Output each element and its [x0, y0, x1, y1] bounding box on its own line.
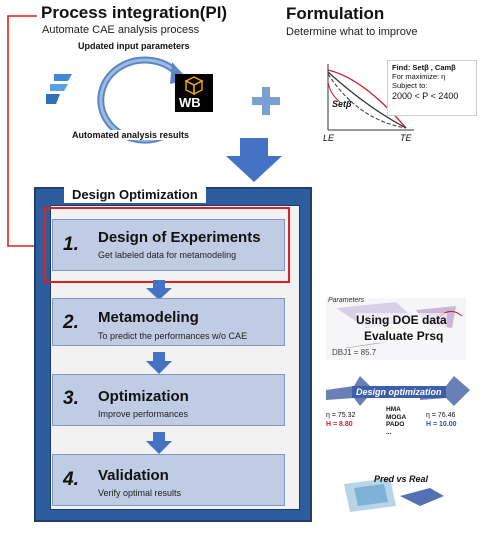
subject-line: Subject to: [392, 81, 428, 90]
pi-title: Process integration(PI) [41, 3, 228, 22]
optimization-thumbnail: Design optimization η = 75.32 H = 8.80 H… [324, 376, 474, 438]
formulation-subtitle: Determine what to improve [286, 26, 418, 38]
step1-subtitle: Get labeled data for metamodeling [98, 250, 237, 260]
wb-label: WB [179, 95, 201, 110]
step2-title: Metamodeling [98, 309, 199, 326]
method-item: PADO [386, 421, 405, 428]
eta-left: η = 75.32 [326, 412, 356, 419]
formulation-title: Formulation [286, 4, 385, 23]
validation-shapes [344, 478, 444, 512]
doe-thumbnail: Parameters Using DOE data Evaluate Prsq … [326, 297, 466, 360]
find-line: Find: Setβ , Camβ [392, 63, 456, 72]
step2-number: 2. [63, 312, 79, 333]
step-validation: 4. Validation Verify optimal results [52, 454, 285, 506]
step-design-of-experiments: 1. Design of Experiments Get labeled dat… [52, 219, 285, 271]
doe-line-a: Using DOE data [356, 313, 447, 327]
design-optimization-title: Design Optimization [64, 187, 206, 203]
h-right: H = 10.00 [426, 421, 457, 428]
param-value: DBJ1 = 85.7 [332, 348, 377, 357]
doe-line-b: Evaluate Prsq [364, 329, 444, 343]
pi-subtitle: Automate CAE analysis process [42, 24, 200, 36]
blade-curve-label: Setβ [332, 99, 352, 109]
eta-right: η = 76.46 [426, 412, 456, 419]
step2-subtitle: To predict the performances w/o CAE [98, 331, 248, 341]
step1-highlight [44, 207, 290, 283]
opt-title-badge: Design optimization [352, 386, 446, 398]
step-arrow-1 [146, 280, 172, 300]
pred-label: Pred vs Real [374, 474, 429, 484]
step1-title: Design of Experiments [98, 229, 261, 246]
blade-te-label: TE [400, 133, 412, 143]
methods-list: HMA MOGA PADO ... [386, 406, 406, 436]
cube-icon [184, 76, 204, 96]
constraint-line: 2000 < P < 2400 [392, 91, 459, 101]
validation-thumbnail: Pred vs Real [340, 466, 460, 516]
step-optimization: 3. Optimization Improve performances [52, 374, 285, 426]
step4-title: Validation [98, 467, 169, 484]
pi-automated-label: Automated analysis results [72, 130, 190, 140]
method-item: MOGA [386, 413, 407, 421]
h-left: H = 8.80 [326, 421, 353, 428]
blade-le-label: LE [323, 133, 335, 143]
formulation-box: Find: Setβ , Camβ For maximize: η Subjec… [387, 60, 477, 116]
plus-icon [252, 87, 280, 115]
wb-logo: WB [175, 74, 213, 112]
max-line: For maximize: η [392, 72, 446, 81]
step3-title: Optimization [98, 388, 189, 405]
params-label: Parameters [328, 297, 365, 304]
app-logo-icon [46, 74, 72, 104]
pi-updated-label: Updated input parameters [78, 41, 190, 51]
step3-subtitle: Improve performances [98, 409, 189, 419]
blade-diagram [327, 64, 414, 131]
step1-number: 1. [63, 234, 79, 255]
down-arrow-icon [226, 138, 282, 182]
method-item: ... [386, 428, 392, 436]
step-metamodeling: 2. Metamodeling To predict the performan… [52, 298, 285, 346]
step4-subtitle: Verify optimal results [98, 488, 182, 498]
step3-number: 3. [63, 388, 79, 409]
step4-number: 4. [63, 469, 79, 490]
step-arrow-2 [146, 352, 172, 374]
step-arrow-3 [146, 432, 172, 454]
method-item: HMA [386, 406, 401, 413]
